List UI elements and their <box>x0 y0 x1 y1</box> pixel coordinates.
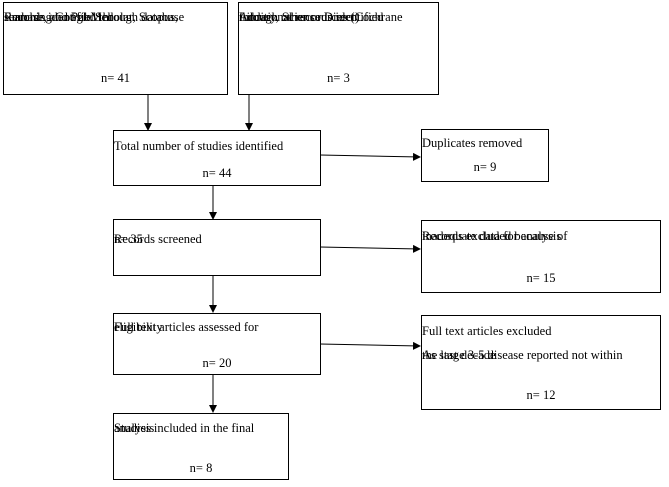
box-count: n= 41 <box>101 71 130 85</box>
box-title: Full text articles excluded <box>422 324 552 338</box>
fulltext-assessed-box: Full text articles assessed for eligibil… <box>113 313 321 375</box>
box-text-line: Total number of studies identified <box>114 139 284 153</box>
box-text-line: searching Google Scholar, Scopus, <box>4 10 179 24</box>
box-text-line: Full text articles assessed for <box>114 320 259 334</box>
other-sources-box: Additional records identified through ot… <box>238 2 439 95</box>
box-text-line: analysis <box>114 421 155 435</box>
box-text-line: Additional records identified <box>239 10 384 24</box>
box-text-line: As stage 3-5 disease reported not within <box>422 348 623 362</box>
box-count: n= 3 <box>327 71 350 85</box>
box-text-line: Records screened <box>114 232 202 246</box>
records-excluded-box: Records excluded because of inadequate d… <box>421 220 661 293</box>
box-text-line: Records identified through database <box>4 10 185 24</box>
box-text-line: Records excluded because of <box>422 229 568 243</box>
studies-included-box: Studies included in the final analysis n… <box>113 413 289 480</box>
box-count: n= 44 <box>202 166 232 180</box>
box-count: n= 35 <box>114 232 143 246</box>
duplicates-removed-box: Duplicates removed n= 9 <box>421 129 549 182</box>
box-text-line: Duplicates removed <box>422 136 523 150</box>
box-count: n= 15 <box>526 271 556 285</box>
box-count: n= 20 <box>202 356 232 370</box>
records-screened-box: Records screened n= 35 <box>113 219 321 276</box>
box-count: n= 8 <box>189 461 213 475</box>
box-count: n= 9 <box>473 160 497 174</box>
box-text-line: Studies included in the final <box>114 421 255 435</box>
box-text-line: eligibility <box>114 320 163 334</box>
box-text-line: the last decade <box>422 348 496 362</box>
box-text-line: Embase, and PubMed <box>4 10 114 24</box>
box-count: n= 12 <box>526 388 556 402</box>
box-text-line: inadequate data for analysis <box>422 229 562 243</box>
arrow-total-to-duplicates <box>319 152 421 161</box>
fulltext-excluded-box: Full text articles excluded As stage 3-5… <box>421 315 661 410</box>
database-records-box: Records identified through database sear… <box>3 2 228 95</box>
box-text-line: Library, Science Direct) <box>239 10 360 24</box>
total-studies-box: Total number of studies identified n= 44 <box>113 130 321 186</box>
box-text-line: through other sources (Cochrane <box>239 10 403 24</box>
arrow-fulltext-to-excluded <box>319 341 421 350</box>
arrow-screened-to-excluded <box>319 244 421 253</box>
